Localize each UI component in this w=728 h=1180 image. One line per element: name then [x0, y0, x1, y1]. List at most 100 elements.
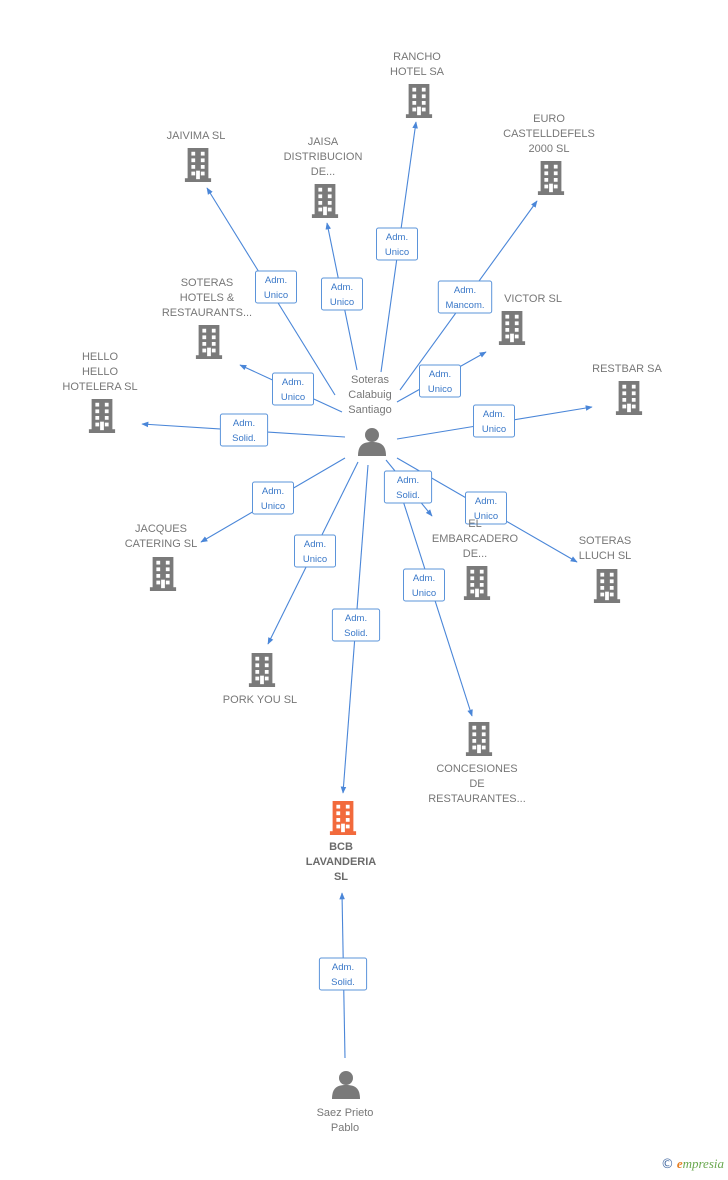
edge-label-saez-bcb[interactable]: Adm. Solid.	[318, 957, 368, 991]
edge-label-soteras-jaivima[interactable]: Adm. Unico	[255, 270, 297, 304]
node-concesiones[interactable]: CONCESIONESDERESTAURANTES...	[428, 722, 526, 805]
edge-label-text: Adm.	[332, 962, 354, 973]
edge-label-soteras-bcb[interactable]: Adm.Solid.	[331, 608, 381, 642]
node-label: HOTELERA SL	[62, 381, 137, 393]
edge-label-text: Solid.	[331, 977, 355, 988]
edge-label-box	[331, 608, 381, 642]
edge-label-soteras-jacques[interactable]: Adm.Unico	[252, 481, 294, 515]
edge-label-text: Mancom.	[445, 300, 484, 311]
edge-label-text: Adm.	[265, 275, 287, 286]
node-label: DE...	[311, 166, 335, 178]
node-victor[interactable]: VICTOR SL	[498, 293, 562, 345]
node-label: RESTBAR SA	[592, 363, 662, 375]
building-icon	[498, 311, 526, 345]
node-label: DISTRIBUCION	[284, 151, 363, 163]
edge-label-soteras-pork[interactable]: Adm.Unico	[294, 534, 336, 568]
building-icon	[184, 148, 212, 182]
edge-label-text: Adm.	[483, 409, 505, 420]
building-icon	[311, 184, 339, 218]
node-label: 2000 SL	[529, 143, 570, 155]
edge-label-text: Adm.	[282, 377, 304, 388]
node-label: DE...	[463, 548, 487, 560]
edge-label-text: Unico	[428, 384, 452, 395]
edge-label-soteras-concesiones[interactable]: Adm.Unico	[403, 568, 445, 602]
edge-label-box	[465, 491, 507, 525]
edge-label-soteras-hello[interactable]: Adm. Solid.	[219, 413, 269, 447]
edge-label-text: Unico	[474, 511, 498, 522]
node-label: SL	[334, 871, 348, 883]
edge-label-text: Adm.	[475, 496, 497, 507]
edge-label-text: Solid.	[344, 628, 368, 639]
node-label: SOTERAS	[181, 277, 234, 289]
edge-label-soteras-soteraslluch[interactable]: Adm. Unico	[465, 491, 507, 525]
edges-layer: Adm.UnicoAdm.UnicoAdm.UnicoAdm.Mancom.Ad…	[141, 121, 593, 1059]
node-label: JACQUES	[135, 523, 187, 535]
node-label: RANCHO	[393, 51, 441, 63]
edge-label-box	[272, 372, 314, 406]
node-label: EMBARCADERO	[432, 533, 519, 545]
node-soterashotels[interactable]: SOTERAS HOTELS & RESTAURANTS...	[162, 277, 252, 359]
edge-label-box	[473, 404, 515, 438]
node-label: HOTELS &	[180, 292, 235, 304]
node-jaisa[interactable]: JAISA DISTRIBUCION DE...	[284, 136, 363, 218]
node-embarcadero[interactable]: ELEMBARCADERODE...	[432, 518, 519, 600]
edge-label-text: Adm.	[429, 369, 451, 380]
person-icon	[332, 1071, 360, 1099]
edge-label-text: Adm.	[454, 285, 476, 296]
building-icon	[593, 569, 621, 603]
empresia-watermark: ©empresia	[661, 1156, 724, 1172]
brand-initial: e	[676, 1156, 683, 1171]
edge-label-box	[403, 568, 445, 602]
node-pork[interactable]: PORK YOU SL	[223, 653, 297, 706]
edge-label-text: Adm.	[386, 232, 408, 243]
edge-label-text: Adm.	[233, 418, 255, 429]
node-label: BCB	[329, 841, 353, 853]
edge-label-text: Solid.	[396, 490, 420, 501]
node-label: RESTAURANTS...	[162, 307, 252, 319]
node-bcb[interactable]: BCB LAVANDERIA SL	[306, 801, 377, 883]
edge-label-soteras-soterashotels[interactable]: Adm.Unico	[272, 372, 314, 406]
edge-label-box	[219, 413, 269, 447]
edge-label-soteras-jaisa[interactable]: Adm.Unico	[321, 277, 363, 311]
edge-label-box	[376, 227, 418, 261]
building-icon	[329, 801, 357, 835]
node-label: LAVANDERIA	[306, 856, 377, 868]
edge-label-soteras-embarcadero[interactable]: Adm.Solid.	[383, 470, 433, 504]
edge-label-box	[437, 280, 493, 314]
node-label: Saez Prieto	[317, 1107, 374, 1119]
edge-label-text: Adm.	[331, 282, 353, 293]
node-label: CONCESIONES	[436, 763, 517, 775]
building-icon	[248, 653, 276, 687]
node-label: LLUCH SL	[579, 550, 632, 562]
edge-label-box	[294, 534, 336, 568]
node-label: JAISA	[308, 136, 339, 148]
node-restbar[interactable]: RESTBAR SA	[592, 363, 663, 415]
node-label: Pablo	[331, 1122, 359, 1134]
edge-label-soteras-restbar[interactable]: Adm.Unico	[473, 404, 515, 438]
edge-label-box	[419, 364, 461, 398]
node-jaivima[interactable]: JAIVIMA SL	[167, 130, 226, 182]
edge-label-soteras-victor[interactable]: Adm. Unico	[419, 364, 461, 398]
node-label: Calabuig	[348, 389, 391, 401]
edge-label-box	[255, 270, 297, 304]
edge-label-soteras-euro[interactable]: Adm. Mancom.	[437, 280, 493, 314]
edge-label-text: Unico	[264, 290, 288, 301]
node-label: EURO	[533, 113, 565, 125]
edge-label-soteras-rancho[interactable]: Adm.Unico	[376, 227, 418, 261]
edge-label-text: Adm.	[413, 573, 435, 584]
building-icon	[615, 381, 643, 415]
edge-label-box	[252, 481, 294, 515]
person-icon	[358, 428, 386, 456]
node-label: Santiago	[348, 404, 391, 416]
copyright-icon: ©	[660, 1157, 674, 1172]
edge-label-text: Solid.	[232, 433, 256, 444]
